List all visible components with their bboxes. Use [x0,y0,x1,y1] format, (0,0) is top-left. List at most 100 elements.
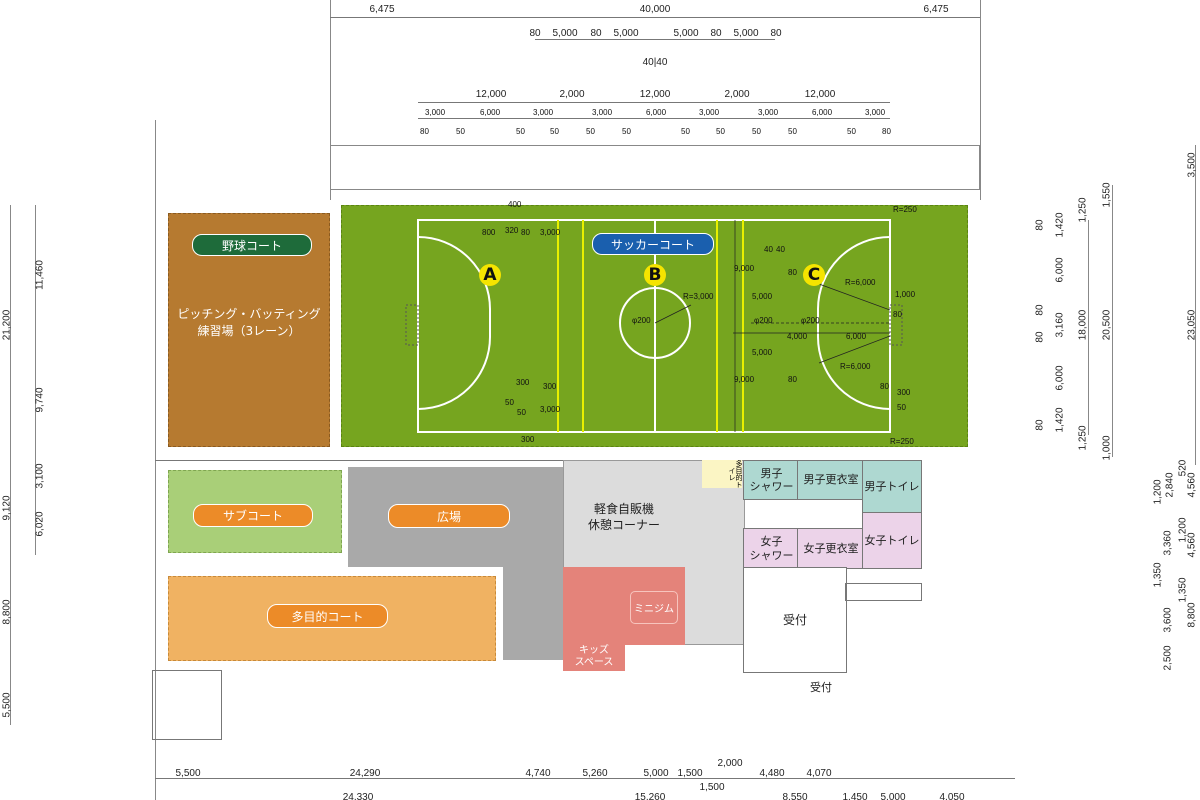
dim-label: 5,500 [175,768,201,779]
field-dim: 50 [505,398,514,407]
field-dim: 300 [897,388,911,397]
dim-label: 2,840 [1164,472,1176,498]
reception-counter [845,583,922,601]
dim-line [1112,185,1113,457]
dim-label: 50 [788,127,797,136]
dim-label: 3,100 [34,463,46,489]
field-dim: 3,000 [540,228,561,237]
dim-label: 1,200 [1152,479,1164,505]
dim-label: 18,000 [1077,309,1089,341]
dim-label: 3,000 [533,108,554,117]
field-dim: R=250 [890,437,914,446]
field-dim: 40 [776,245,785,254]
dim-label: 50 [586,127,595,136]
dim-label: 12,000 [475,89,507,100]
dim-label: 3,500 [1186,152,1198,178]
field-lines [405,219,903,433]
field-dim: 800 [482,228,496,237]
mini-gym-label: ミニジム [630,591,678,624]
field-dim: R=6,000 [845,278,876,287]
dim-label: 1,350 [1177,577,1189,603]
dim-label: 12,000 [639,89,671,100]
dim-label: 2,000 [559,89,585,100]
dim-label: 80 [529,28,541,39]
dim-label: 80 [1034,219,1046,231]
dim-label: 1,450 [842,792,868,800]
dim-label: 3,000 [699,108,720,117]
dim-line [418,118,890,119]
pitching-label: ピッチング・バッティング練習場（3レーン） [168,306,330,340]
rest-corner-text: 軽食自販機 [593,502,654,516]
dim-label: 50 [752,127,761,136]
dim-label: 8,800 [1186,602,1198,628]
female-toilet: 女子トイレ [862,512,922,569]
field-dim: 80 [893,310,902,319]
dim-label: 3,000 [758,108,779,117]
field-dim: 40 [764,245,773,254]
field-dim: 80 [788,268,797,277]
roof-strip [330,145,980,190]
dim-label: 3,160 [1054,312,1066,338]
dim-label: 1,350 [1152,562,1164,588]
dim-label: 4,070 [806,768,832,779]
dim-label: 24,290 [349,768,381,779]
dim-label: 50 [456,127,465,136]
dim-label: 5,000 [552,28,578,39]
female-shower-text: 女子 [760,535,783,549]
sub-court-label: サブコート [193,504,313,527]
dim-label: 40|40 [642,57,668,68]
field-dim: 3,000 [540,405,561,414]
dim-label: 8,550 [782,792,808,800]
baseball-court-label: 野球コート [192,234,312,256]
field-dim: 50 [897,403,906,412]
dim-label: 21,200 [1,309,13,341]
dim-label: 1,420 [1054,407,1066,433]
dim-label: 1,000 [1101,435,1113,461]
dim-label: 80 [710,28,722,39]
mini-gym [563,567,685,645]
dim-label: 80 [882,127,891,136]
field-dim: φ200 [754,316,773,325]
dim-label: 1,550 [1101,182,1113,208]
kids-text-2: スペース [574,657,614,668]
field-dim: 80 [521,228,530,237]
field-dim: R=6,000 [840,362,871,371]
dim-label: 80 [1034,331,1046,343]
field-dim: 9,000 [734,375,755,384]
dim-label: 6,000 [812,108,833,117]
field-dim: 300 [543,382,557,391]
dim-label: 50 [622,127,631,136]
building-wall [155,460,920,670]
male-toilet: 男子トイレ [862,460,922,514]
dim-label: 80 [770,28,782,39]
reception-outside-label: 受付 [810,681,832,694]
rest-corner-label: 軽食自販機休憩コーナー [563,502,685,533]
dim-line [10,205,11,725]
field-dim: 80 [788,375,797,384]
soccer-court-label: サッカーコート [592,233,714,255]
reception: 受付 [743,567,847,673]
grid-line [980,0,981,200]
dim-label: 4,560 [1186,532,1198,558]
dim-label: 6,475 [369,4,395,15]
female-locker: 女子更衣室 [797,528,865,569]
dim-label: 50 [516,127,525,136]
dim-label: 5,260 [582,768,608,779]
multi-toilet: 多目的トイレ [720,460,743,488]
field-dim: 9,000 [734,264,755,273]
dim-label: 40,000 [639,4,671,15]
dim-line [535,39,775,40]
dim-label: 3,000 [865,108,886,117]
field-dim: φ200 [801,316,820,325]
field-dim: 1,000 [895,290,916,299]
dim-label: 4,560 [1186,472,1198,498]
dim-label: 1,250 [1077,425,1089,451]
dim-label: 8,800 [1,599,13,625]
field-dim: R=250 [893,205,917,214]
rest-corner-text-2: 休憩コーナー [587,517,660,532]
field-dim: 4,000 [787,332,808,341]
dim-label: 6,475 [923,4,949,15]
marker-a: A [479,264,501,286]
dim-label: 6,000 [480,108,501,117]
